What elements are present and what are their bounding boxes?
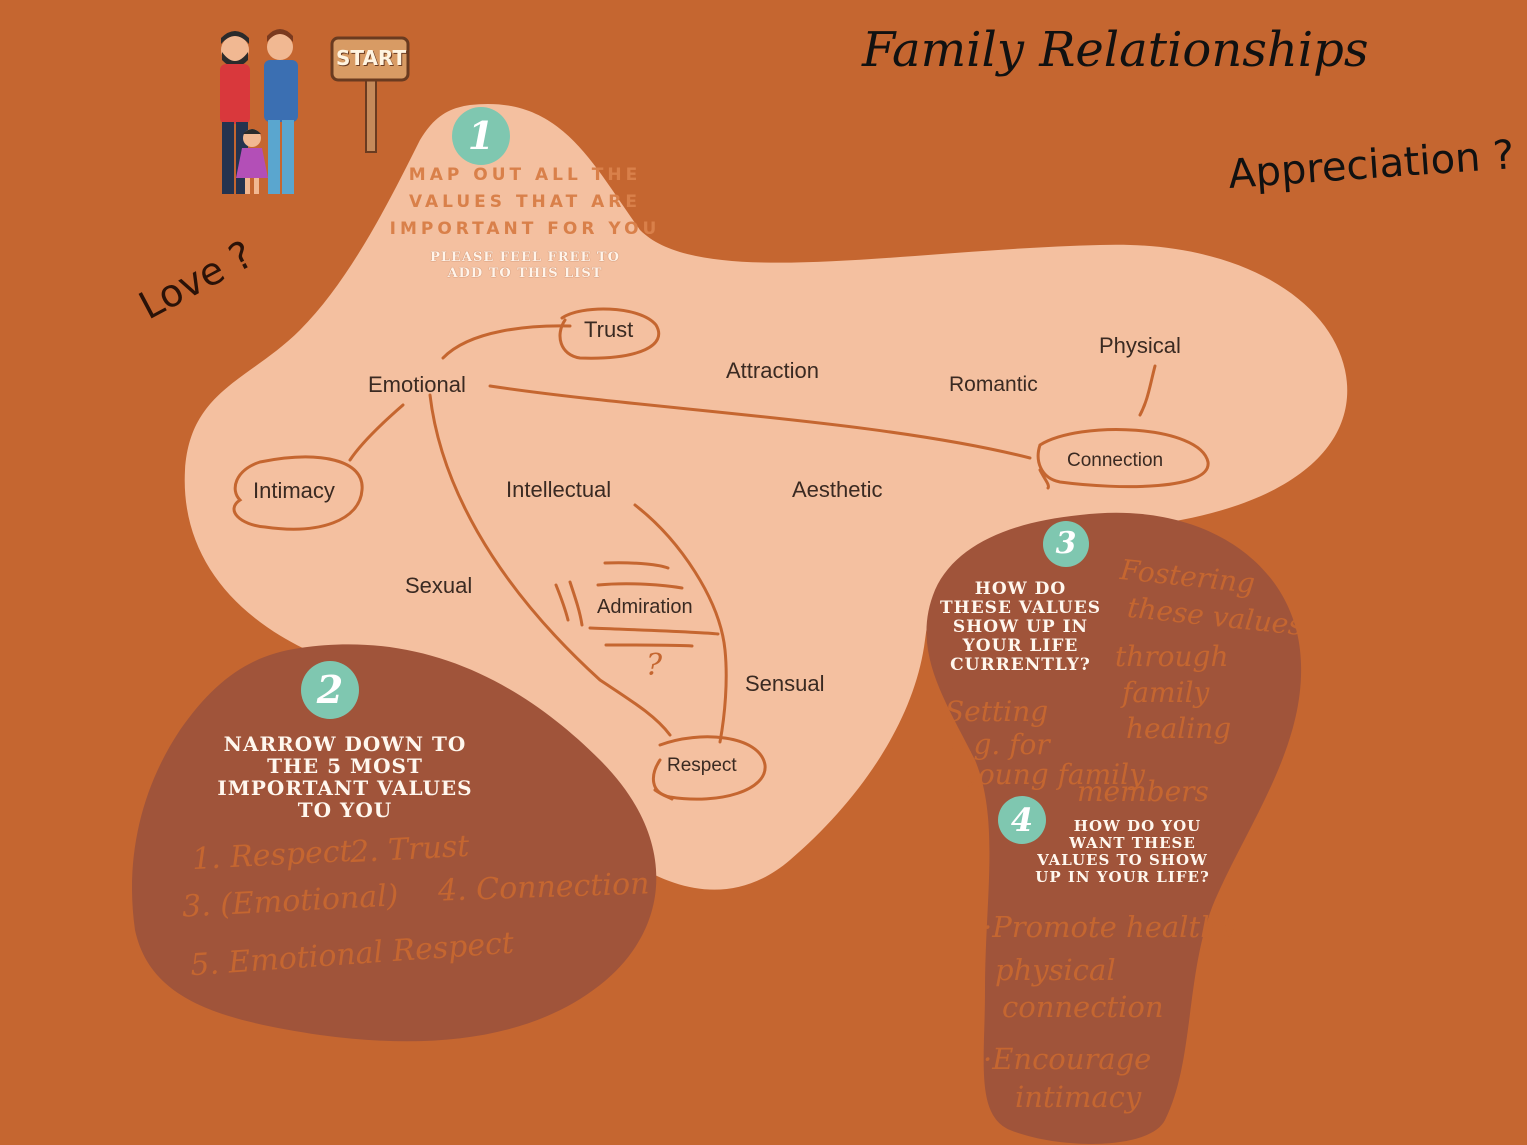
step-1-subheading: PLEASE FEEL FREE TO ADD TO THIS LIST [400, 250, 650, 282]
step-4-heading-line: WANT THESE [1069, 834, 1196, 852]
value-aesthetic: Aesthetic [792, 477, 883, 502]
value-intimacy: Intimacy [253, 478, 335, 503]
step-4-answer: connection [1002, 990, 1164, 1024]
step-4-heading-line: UP IN YOUR LIFE? [1035, 868, 1210, 886]
step-3-answer-left: Setting [945, 695, 1049, 728]
step-2-badge: 2 [301, 661, 359, 719]
step-2-heading-line: TO YOU [297, 798, 393, 822]
value-physical: Physical [1099, 333, 1181, 358]
life-values-blob [926, 512, 1302, 1144]
value-intellectual: Intellectual [506, 477, 612, 502]
page-title: Family Relationships [862, 22, 1369, 78]
step-3-heading-line: CURRENTLY? [950, 655, 1091, 675]
value-romantic: Romantic [949, 373, 1038, 396]
step-3-answer-right: through [1115, 640, 1229, 673]
step-4-answer: ·Encourage [983, 1042, 1152, 1076]
step-3-heading-line: HOW DO [974, 579, 1067, 599]
step-3-heading: HOW DO THESE VALUES SHOW UP IN YOUR LIFE… [928, 580, 1113, 675]
step-3-answer-right: family [1122, 676, 1210, 709]
step-1-heading: MAP OUT ALL THE VALUES THAT ARE IMPORTAN… [370, 162, 680, 243]
step-4-answer: ·Promote healthy [983, 910, 1236, 944]
step-4-heading-line: VALUES TO SHOW [1037, 851, 1208, 869]
step-2-answer: 2. Trust [349, 828, 471, 871]
start-sign-label: START [336, 46, 407, 70]
step-1-heading-line: IMPORTANT FOR YOU [389, 219, 661, 239]
step-1-subheading-line: PLEASE FEEL FREE TO [430, 250, 620, 265]
step-4-badge: 4 [998, 796, 1046, 844]
value-respect: Respect [667, 755, 737, 776]
step-3-answer-left: young family [962, 758, 1145, 791]
step-4-heading: HOW DO YOU WANT THESE VALUES TO SHOW UP … [1010, 818, 1235, 886]
step-2-heading-line: NARROW DOWN TO [223, 732, 467, 756]
step-3-answer-left: e.g. for [948, 728, 1050, 761]
question-mark: ? [646, 648, 663, 683]
value-connection: Connection [1067, 450, 1164, 471]
value-trust: Trust [584, 317, 634, 342]
value-attraction: Attraction [726, 358, 819, 383]
value-sexual: Sexual [405, 573, 473, 598]
step-1-heading-line: VALUES THAT ARE [408, 192, 641, 212]
start-sign [330, 36, 410, 153]
family-illustration [220, 29, 298, 194]
step-3-answer-left: members [1077, 775, 1209, 808]
step-3-heading-line: YOUR LIFE [962, 636, 1079, 656]
step-2-answer: 4. Connection [437, 866, 650, 909]
step-3-heading-line: SHOW UP IN [952, 617, 1089, 637]
step-3-badge: 3 [1043, 521, 1089, 567]
value-admiration: Admiration [597, 596, 693, 618]
step-1-badge: 1 [452, 107, 510, 165]
narrow-down-blob [132, 644, 657, 1042]
value-sensual: Sensual [745, 671, 825, 696]
step-3-answer-right: healing [1126, 712, 1232, 745]
step-2-heading-line: THE 5 MOST [267, 754, 423, 778]
step-1-heading-line: MAP OUT ALL THE [408, 165, 642, 185]
value-connectors [232, 307, 1210, 801]
step-4-heading-line: HOW DO YOU [1073, 817, 1202, 835]
value-emotional: Emotional [368, 372, 466, 397]
step-2-heading: NARROW DOWN TO THE 5 MOST IMPORTANT VALU… [190, 733, 500, 821]
step-2-heading-line: IMPORTANT VALUES [217, 776, 473, 800]
step-3-heading-line: THESE VALUES [940, 598, 1101, 618]
step-4-answer: physical [995, 953, 1116, 987]
step-4-answer: intimacy [1015, 1080, 1142, 1114]
step-1-subheading-line: ADD TO THIS LIST [447, 266, 603, 281]
